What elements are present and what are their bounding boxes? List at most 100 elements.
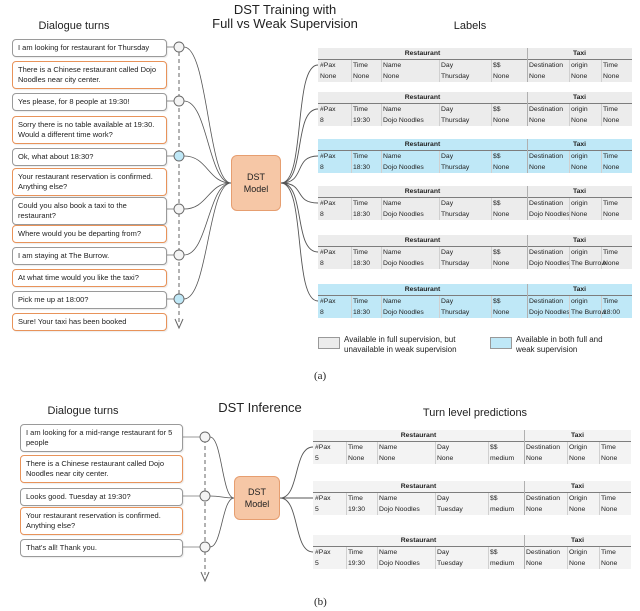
column-header: Time bbox=[603, 249, 618, 256]
column-header: Day bbox=[437, 444, 450, 451]
panel-b-dialogue-header: Dialogue turns bbox=[47, 405, 119, 417]
slot-value: None bbox=[493, 73, 510, 80]
column-header: origin bbox=[571, 62, 588, 69]
slot-value: 8 bbox=[320, 211, 324, 218]
table-group-separator bbox=[527, 186, 528, 220]
column-separator bbox=[599, 547, 600, 569]
table-group-separator bbox=[527, 235, 528, 269]
column-separator bbox=[491, 198, 492, 220]
column-header: Destination bbox=[526, 495, 561, 502]
slot-value: Thursday bbox=[441, 73, 470, 80]
slot-value: None bbox=[493, 260, 510, 267]
group-header-restaurant: Restaurant bbox=[404, 188, 441, 195]
legend-both-line2: weak supervision bbox=[516, 345, 578, 354]
group-header-taxi: Taxi bbox=[572, 50, 587, 57]
column-header: #Pax bbox=[320, 249, 336, 256]
column-header: origin bbox=[571, 249, 588, 256]
slot-value: 18:30 bbox=[353, 164, 371, 171]
slot-value: None bbox=[603, 211, 620, 218]
column-header: Day bbox=[437, 549, 450, 556]
column-separator bbox=[567, 547, 568, 569]
group-header-taxi: Taxi bbox=[570, 483, 585, 490]
table-header-rule bbox=[313, 492, 631, 493]
panel-b-turn-marker bbox=[199, 490, 211, 502]
column-separator bbox=[439, 60, 440, 82]
slot-value: None bbox=[493, 211, 510, 218]
slot-value: None bbox=[529, 164, 546, 171]
slot-value: 8 bbox=[320, 260, 324, 267]
column-separator bbox=[439, 296, 440, 318]
table-group-separator bbox=[527, 92, 528, 126]
slot-value: medium bbox=[490, 506, 515, 513]
panel-b-turn-user: Looks good. Tuesday at 19:30? bbox=[20, 488, 183, 506]
slot-value: 5 bbox=[315, 560, 319, 567]
panel-a-turn-marker bbox=[173, 249, 185, 261]
column-separator bbox=[381, 151, 382, 173]
column-header: Destination bbox=[529, 153, 564, 160]
panel-a-turn-system: Your restaurant reservation is confirmed… bbox=[12, 168, 167, 196]
slot-value: None bbox=[353, 73, 370, 80]
panel-b-dst-model: DST Model bbox=[234, 476, 280, 520]
column-separator bbox=[351, 104, 352, 126]
slot-value: None bbox=[320, 73, 337, 80]
column-header: Origin bbox=[569, 549, 588, 556]
panel-a-turn-to-model-edge bbox=[183, 100, 232, 184]
slot-value: 5 bbox=[315, 506, 319, 513]
column-header: #Pax bbox=[315, 495, 331, 502]
column-header: Name bbox=[379, 444, 398, 451]
column-header: Time bbox=[603, 62, 618, 69]
column-header: Destination bbox=[526, 444, 561, 451]
group-header-taxi: Taxi bbox=[572, 237, 587, 244]
slot-value: None bbox=[493, 164, 510, 171]
panel-a-model-to-label-edge bbox=[280, 108, 319, 184]
column-separator bbox=[601, 104, 602, 126]
table-group-separator bbox=[527, 48, 528, 82]
slot-value: None bbox=[603, 164, 620, 171]
panel-a-turn-marker-highlight bbox=[173, 150, 185, 162]
panel-a-turn-system: Sorry there is no table available at 19:… bbox=[12, 116, 167, 144]
slot-value: Dojo Noodles bbox=[383, 260, 424, 267]
panel-a-turn-system: There is a Chinese restaurant called Doj… bbox=[12, 61, 167, 89]
slot-value: medium bbox=[490, 455, 515, 462]
column-header: $$ bbox=[490, 444, 498, 451]
slot-value: 18:00 bbox=[603, 309, 621, 316]
column-separator bbox=[601, 151, 602, 173]
column-header: $$ bbox=[490, 495, 498, 502]
slot-value: None bbox=[603, 260, 620, 267]
slot-value: None bbox=[569, 506, 586, 513]
column-separator bbox=[488, 493, 489, 515]
column-separator bbox=[601, 60, 602, 82]
table-header-rule bbox=[318, 295, 632, 296]
slot-value: 8 bbox=[320, 164, 324, 171]
column-header: origin bbox=[571, 106, 588, 113]
group-header-restaurant: Restaurant bbox=[400, 432, 437, 439]
column-separator bbox=[377, 493, 378, 515]
column-separator bbox=[381, 198, 382, 220]
slot-value: 8 bbox=[320, 309, 324, 316]
column-separator bbox=[491, 151, 492, 173]
slot-value: None bbox=[603, 117, 620, 124]
slot-value: Dojo Noodles bbox=[383, 164, 424, 171]
column-header: Time bbox=[601, 495, 616, 502]
column-header: Day bbox=[441, 200, 454, 207]
table-header-rule bbox=[318, 246, 632, 247]
slot-value: 5 bbox=[315, 455, 319, 462]
column-separator bbox=[599, 493, 600, 515]
slot-value: Dojo Noodles bbox=[379, 506, 420, 513]
slot-value: None bbox=[601, 506, 618, 513]
panel-b-turn-system: Your restaurant reservation is confirmed… bbox=[20, 507, 183, 535]
column-separator bbox=[351, 296, 352, 318]
column-header: Day bbox=[441, 62, 454, 69]
column-header: Destination bbox=[529, 62, 564, 69]
slot-value: 8 bbox=[320, 117, 324, 124]
group-header-taxi: Taxi bbox=[572, 94, 587, 101]
column-header: Day bbox=[437, 495, 450, 502]
table-header-rule bbox=[318, 103, 632, 104]
column-header: Name bbox=[383, 106, 402, 113]
slot-value: Dojo Noodles bbox=[383, 117, 424, 124]
column-header: Day bbox=[441, 106, 454, 113]
